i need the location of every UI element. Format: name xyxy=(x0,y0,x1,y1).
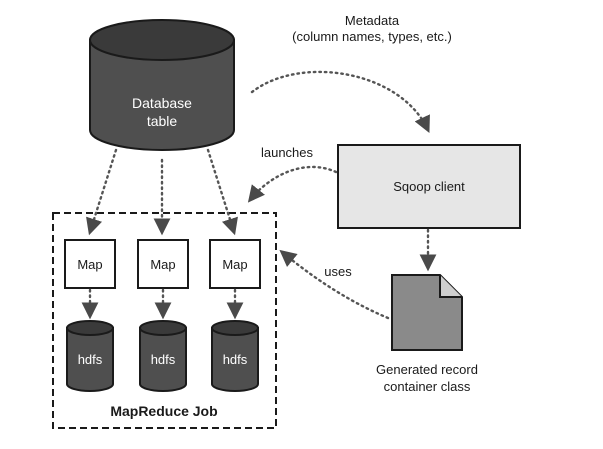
metadata-label-line1: Metadata xyxy=(345,13,400,28)
database-table-cylinder: Database table xyxy=(89,19,235,151)
hdfs-cylinder: hdfs xyxy=(211,320,259,392)
database-label-line2: table xyxy=(147,113,178,129)
launches-arrow xyxy=(247,165,338,203)
hdfs-label: hdfs xyxy=(78,352,103,367)
launches-label: launches xyxy=(261,145,314,160)
map-label: Map xyxy=(222,257,247,272)
db-to-map-1-arrow xyxy=(86,148,118,236)
metadata-label-line2: (column names, types, etc.) xyxy=(292,29,452,44)
hdfs-label: hdfs xyxy=(223,352,248,367)
map-box: Map xyxy=(64,239,116,289)
mapreduce-job-title: MapReduce Job xyxy=(110,403,217,419)
database-label-line1: Database xyxy=(132,95,192,111)
generated-class-document-icon xyxy=(391,274,463,351)
db-to-map-3-arrow xyxy=(206,148,238,236)
uses-label: uses xyxy=(324,264,352,279)
map-box: Map xyxy=(209,239,261,289)
metadata-arrow xyxy=(250,70,430,134)
hdfs-cylinder: hdfs xyxy=(66,320,114,392)
generated-class-label-line2: container class xyxy=(384,379,471,394)
map-label: Map xyxy=(77,257,102,272)
uses-arrow xyxy=(279,249,390,320)
sqoop-client-label: Sqoop client xyxy=(393,179,465,194)
hdfs-label: hdfs xyxy=(151,352,176,367)
sqoop-client-box: Sqoop client xyxy=(337,144,521,229)
generated-class-label-line1: Generated record xyxy=(376,362,478,377)
map-label: Map xyxy=(150,257,175,272)
hdfs-cylinder: hdfs xyxy=(139,320,187,392)
mapreduce-job-boundary xyxy=(52,212,277,429)
map-box: Map xyxy=(137,239,189,289)
